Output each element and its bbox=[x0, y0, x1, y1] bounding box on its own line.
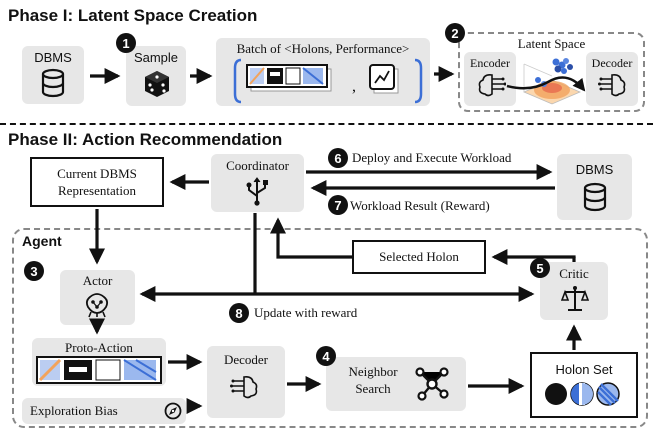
step-badge-1: 1 bbox=[116, 33, 136, 53]
exploration-bias-label: Exploration Bias bbox=[30, 403, 118, 418]
database-icon bbox=[583, 182, 607, 212]
brain-icon bbox=[478, 74, 506, 97]
critic-label: Critic bbox=[559, 266, 589, 281]
workload-result-label: Workload Result (Reward) bbox=[350, 198, 490, 213]
phase-divider bbox=[0, 123, 653, 125]
dbms-label-phase2: DBMS bbox=[575, 162, 614, 177]
coordinator-label: Coordinator bbox=[226, 158, 289, 173]
step-badge-6: 6 bbox=[328, 148, 348, 168]
database-icon bbox=[41, 68, 65, 98]
step-badge-3: 3 bbox=[24, 261, 44, 281]
selected-holon-label: Selected Holon bbox=[379, 249, 459, 264]
network-icon bbox=[415, 367, 449, 401]
neighbor-search-box bbox=[326, 357, 466, 411]
actor-label: Actor bbox=[82, 273, 113, 288]
proto-action-holon bbox=[36, 356, 162, 384]
dbms-label-phase1: DBMS bbox=[34, 50, 72, 65]
usb-icon bbox=[246, 177, 268, 206]
batch-comma: , bbox=[352, 78, 356, 95]
dbms-box-phase1 bbox=[22, 46, 84, 104]
step-badge-4: 4 bbox=[316, 346, 336, 366]
compass-icon bbox=[164, 402, 182, 420]
brain-icon bbox=[230, 376, 258, 399]
neighbor-search-label-1: Neighbor bbox=[348, 364, 398, 379]
chart-icon-placeholder bbox=[370, 65, 371, 66]
encoder-box bbox=[464, 52, 516, 106]
decoder-box-phase2 bbox=[207, 346, 285, 418]
holon-set-box: Holon Set bbox=[530, 352, 638, 418]
neighbor-search-label-2: Search bbox=[355, 381, 391, 396]
step-badge-7: 7 bbox=[328, 195, 348, 215]
encoder-label: Encoder bbox=[470, 56, 510, 70]
batch-label: Batch of <Holons, Performance> bbox=[236, 41, 410, 56]
selected-holon-box: Selected Holon bbox=[352, 240, 486, 274]
neural-net-icon bbox=[85, 293, 109, 318]
batch-holons-graphic bbox=[233, 58, 423, 104]
decoder-label-phase2: Decoder bbox=[223, 352, 269, 367]
latent-space-container bbox=[458, 32, 645, 112]
agent-label: Agent bbox=[22, 233, 62, 249]
decoder-label-phase1: Decoder bbox=[591, 56, 633, 70]
holon-set-circles bbox=[545, 382, 620, 406]
step-badge-2: 2 bbox=[445, 23, 465, 43]
agent-container bbox=[12, 228, 648, 428]
phase1-title: Phase I: Latent Space Creation bbox=[8, 6, 258, 25]
step-badge-5: 5 bbox=[530, 258, 550, 278]
step-badge-8: 8 bbox=[229, 303, 249, 323]
sample-label: Sample bbox=[133, 50, 179, 65]
dice-icon bbox=[145, 71, 169, 97]
exploration-bias-box bbox=[22, 398, 186, 424]
latent-space-label: Latent Space bbox=[517, 36, 586, 51]
scale-icon bbox=[561, 286, 589, 311]
update-label: Update with reward bbox=[254, 305, 358, 320]
proto-action-label: Proto-Action bbox=[65, 340, 133, 355]
current-dbms-label: Current DBMS Representation bbox=[57, 166, 137, 198]
current-dbms-box: Current DBMS Representation bbox=[30, 157, 164, 207]
deploy-label: Deploy and Execute Workload bbox=[352, 150, 512, 165]
holon-set-label: Holon Set bbox=[555, 362, 613, 377]
brain-icon bbox=[598, 74, 626, 97]
phase2-title: Phase II: Action Recommendation bbox=[8, 130, 283, 149]
